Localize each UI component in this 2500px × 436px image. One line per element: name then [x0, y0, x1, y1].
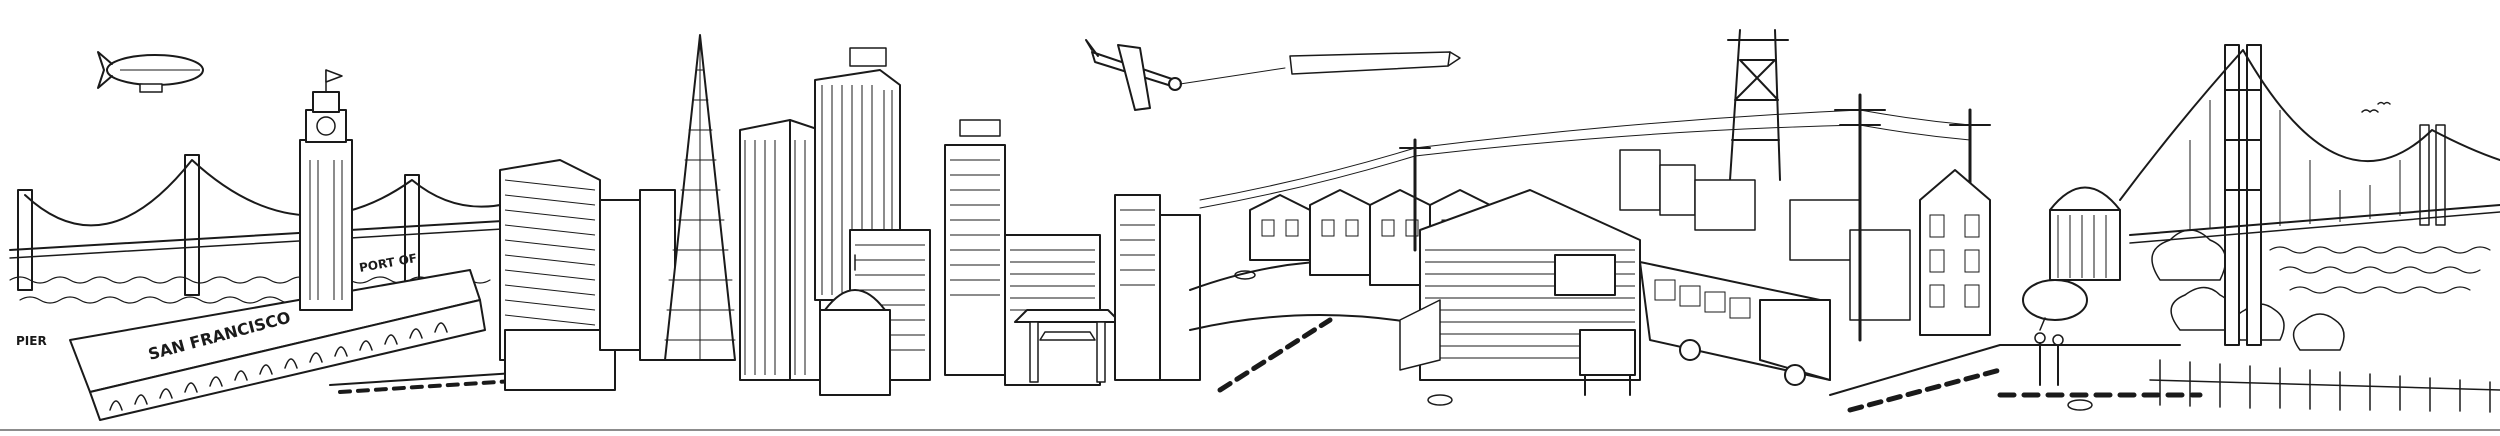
bay-water-right [2269, 246, 2491, 294]
golden-gate-bridge [2119, 44, 2500, 346]
airplane-icon [1085, 39, 1286, 111]
telephone-poles [1199, 93, 1991, 342]
bay-bridge [9, 154, 521, 296]
painted-lady [1919, 169, 1991, 336]
financial-district [499, 34, 1006, 396]
palace-of-fine-arts [2049, 186, 2121, 281]
speech-bubble [2022, 279, 2088, 331]
airplane-banner-icon [1289, 51, 1461, 75]
right-street [1829, 344, 2203, 413]
blimp-icon [97, 51, 204, 93]
sutro-tower [1727, 29, 1789, 181]
bus-shelter [1579, 329, 1636, 396]
ferry-arches [109, 322, 448, 411]
people-figures [2034, 332, 2064, 386]
muni-bus [1639, 261, 1831, 386]
ferry-building: SAN FRANCISCO PORT OF [69, 69, 486, 421]
pier-sign: PIER [16, 334, 47, 348]
chinatown [1004, 194, 1201, 386]
park-fence [2149, 359, 2500, 413]
birds-icon [2361, 101, 2391, 113]
